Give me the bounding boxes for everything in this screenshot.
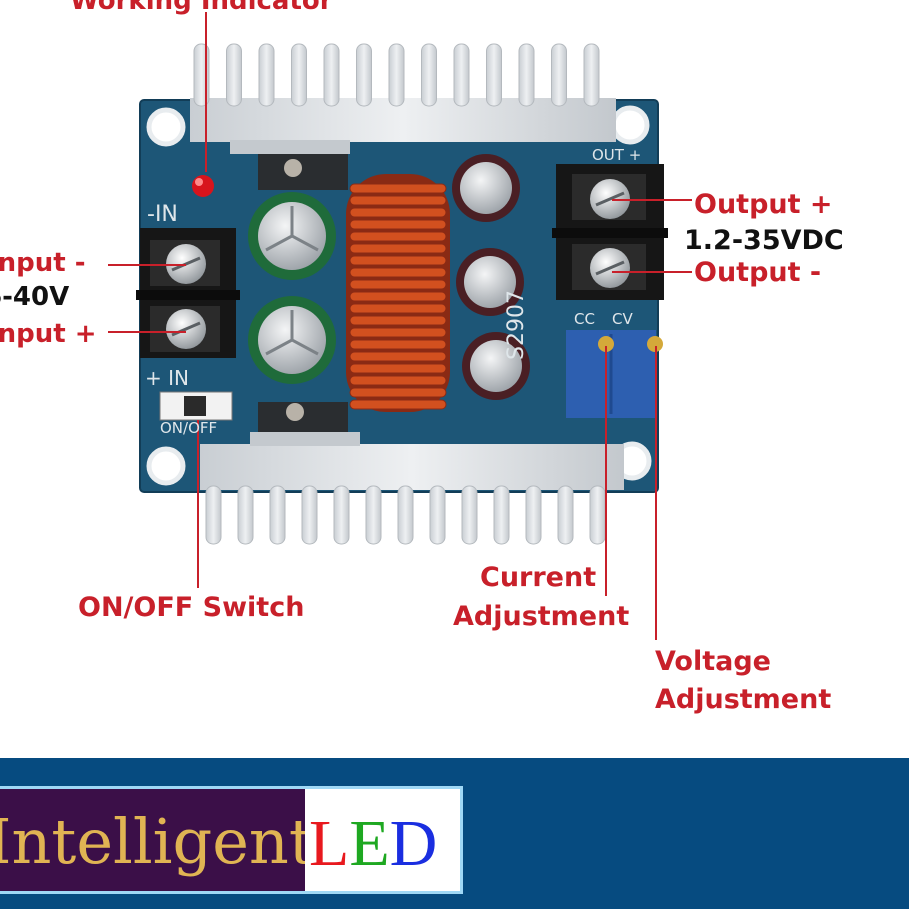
coil-winding	[349, 219, 447, 230]
coil-winding	[349, 363, 447, 374]
label-output-voltage: 1.2-35VDC	[684, 225, 844, 256]
top-mosfet	[230, 140, 350, 190]
label-on-off-switch: ON/OFF Switch	[78, 592, 305, 623]
bottom-heatsink	[200, 444, 624, 545]
heatsink-fin	[461, 485, 478, 545]
heatsink-fin	[388, 43, 405, 107]
heatsink-fin	[429, 485, 446, 545]
heatsink-fin	[323, 43, 340, 107]
label-current-adjustment-2: Adjustment	[453, 601, 630, 632]
heatsink-fin	[453, 43, 470, 107]
coil-winding	[349, 195, 447, 206]
coil-winding	[349, 231, 447, 242]
board-label-cv: CV	[612, 310, 633, 328]
heatsink-fin	[301, 485, 318, 545]
inductor-coil	[346, 174, 450, 412]
coil-winding	[349, 339, 447, 350]
brand-logo-left: Intelligent	[0, 789, 305, 891]
board-label-in-minus: -IN	[147, 202, 178, 227]
brand-logo-right: LED	[305, 789, 460, 891]
coil-winding	[349, 267, 447, 278]
label-output-plus: Output +	[694, 189, 833, 220]
coil-winding	[349, 375, 447, 386]
led-indicator	[192, 175, 214, 197]
heatsink-fin	[551, 43, 567, 107]
heatsink-fin	[421, 43, 437, 107]
heatsink-fin	[557, 485, 574, 545]
coil-winding	[349, 183, 447, 194]
heatsink-fin	[237, 485, 254, 545]
input-terminal-block	[136, 228, 240, 358]
on-off-switch	[159, 391, 233, 421]
heatsink-fin	[258, 43, 275, 107]
board-label-out: OUT +	[592, 146, 642, 164]
board-label-on-off: ON/OFF	[160, 419, 218, 437]
coil-winding	[349, 351, 447, 362]
label-input-voltage: 6-40V	[0, 282, 70, 312]
coil-winding	[349, 315, 447, 326]
label-output-minus: Output -	[694, 257, 822, 288]
heatsink-fin	[205, 485, 222, 545]
heatsink-fin	[493, 485, 510, 545]
label-input-minus: Input -	[0, 248, 86, 278]
coil-winding	[349, 303, 447, 314]
brand-led: LED	[309, 811, 437, 877]
heatsink-fin	[583, 43, 600, 107]
coil-winding	[349, 207, 447, 218]
input-capacitors	[248, 192, 336, 384]
heatsink-fin	[486, 43, 502, 107]
label-current-adjustment-1: Current	[480, 562, 597, 593]
coil-winding	[349, 387, 447, 398]
heatsink-fin	[397, 485, 414, 545]
label-voltage-adjustment-1: Voltage	[655, 646, 771, 677]
coil-winding	[349, 399, 447, 410]
heatsink-fin	[269, 485, 286, 545]
label-voltage-adjustment-2: Adjustment	[655, 684, 832, 715]
output-terminal-block	[552, 164, 668, 300]
heatsink-fin	[333, 485, 350, 545]
board-label-cc: CC	[574, 310, 595, 328]
top-heatsink	[190, 43, 616, 142]
heatsink-fin	[356, 43, 372, 107]
label-working-indicator: Working Indicator	[70, 0, 333, 16]
label-input-plus: Input +	[0, 319, 97, 349]
coil-winding	[349, 243, 447, 254]
board-label-model: S2907	[504, 290, 529, 360]
board-label-in-plus: + IN	[145, 366, 189, 390]
buck-converter-board	[108, 12, 692, 640]
brand-led-e: E	[349, 807, 390, 880]
output-capacitors	[452, 154, 530, 400]
brand-logo: Intelligent LED	[0, 786, 463, 894]
heatsink-fin	[525, 485, 542, 545]
coil-winding	[349, 327, 447, 338]
heatsink-fin	[291, 43, 307, 107]
coil-winding	[349, 255, 447, 266]
heatsink-fin	[589, 485, 606, 545]
coil-winding	[349, 279, 447, 290]
heatsink-fin	[365, 485, 382, 545]
heatsink-fin	[518, 43, 535, 107]
heatsink-fin	[226, 43, 242, 107]
annotation-leaders	[108, 12, 692, 640]
bottom-mosfet	[250, 402, 360, 446]
coil-winding	[349, 291, 447, 302]
potentiometers	[566, 330, 663, 418]
brand-led-l: L	[309, 807, 350, 880]
brand-word: Intelligent	[0, 805, 305, 878]
brand-led-d: D	[389, 807, 438, 880]
